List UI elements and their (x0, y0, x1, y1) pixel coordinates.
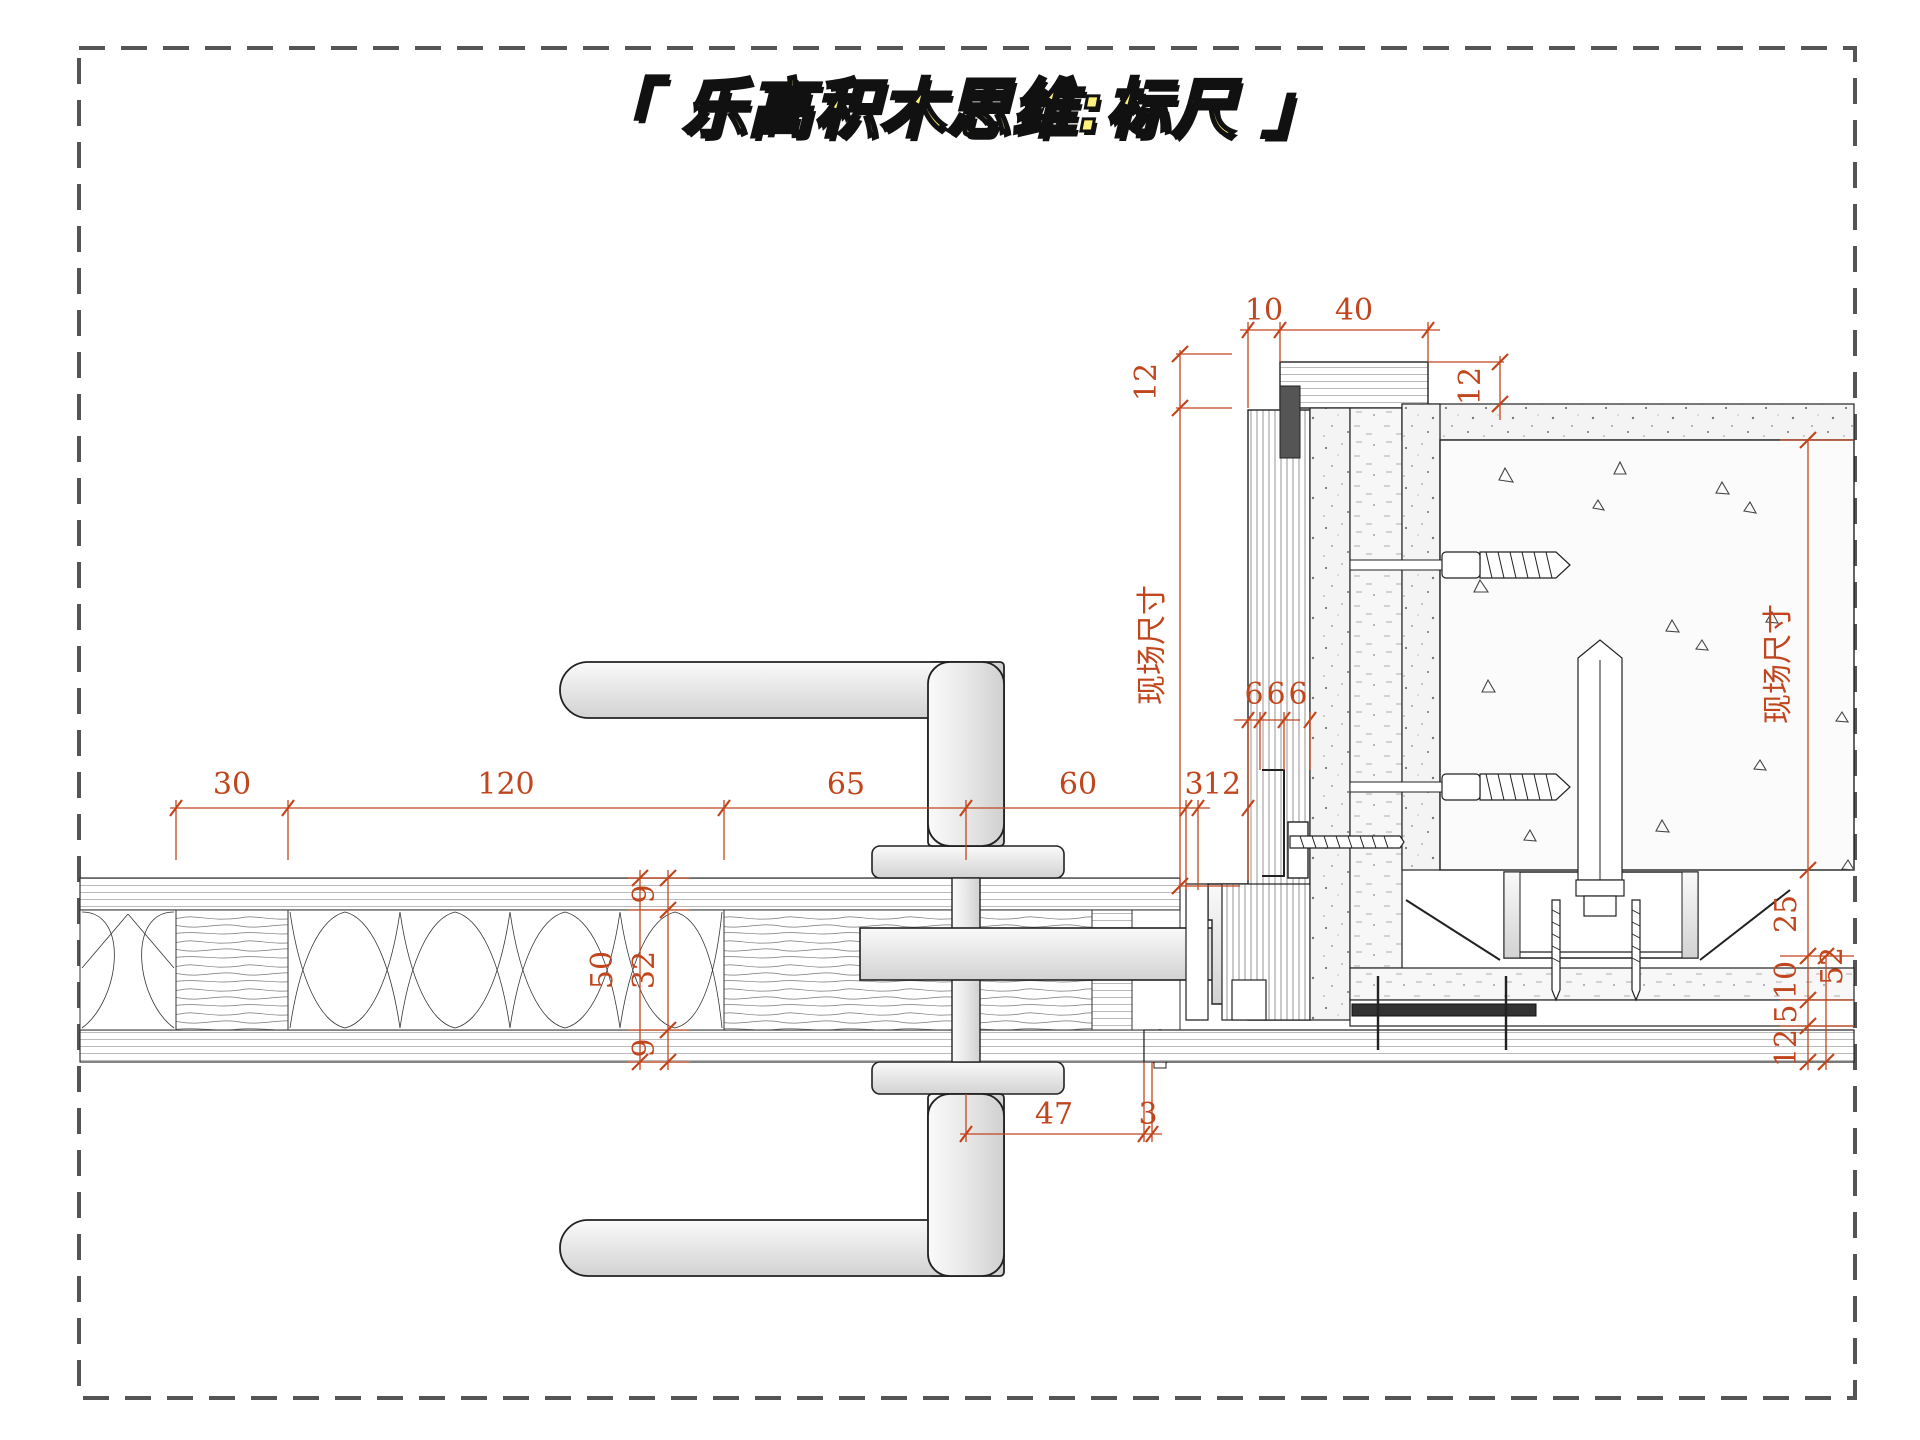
field-size-right: 现场尺寸 (1761, 604, 1796, 724)
dashed-border (77, 46, 1857, 1400)
anchor-bolts (1349, 551, 1625, 917)
latch-body (859, 927, 1189, 981)
dim-6b: 6 (1266, 677, 1285, 712)
dim-5-right: 5 (1769, 1004, 1804, 1023)
dim-32: 32 (627, 951, 662, 989)
dim-3-bottom: 3 (1138, 1097, 1157, 1132)
dimension-lines (169, 321, 1854, 1143)
insulation-left (79, 909, 177, 1031)
dim-9-top: 9 (627, 884, 662, 903)
dim-25: 25 (1769, 895, 1804, 933)
dim-10: 10 (1245, 293, 1283, 328)
door-frame (1185, 361, 1429, 1021)
dim-52: 52 (1815, 947, 1850, 985)
dim-65: 65 (827, 767, 865, 802)
dim-120: 120 (477, 767, 534, 802)
dim-12b: 12 (1203, 767, 1241, 802)
field-size-left: 现场尺寸 (1135, 585, 1170, 705)
screws (1289, 835, 1641, 1050)
dim-60: 60 (1059, 767, 1097, 802)
dim-9-bottom: 9 (627, 1038, 662, 1057)
dim-12-right-bottom: 12 (1769, 1029, 1804, 1067)
dim-12-left: 12 (1129, 363, 1164, 401)
dim-30: 30 (213, 767, 251, 802)
page-title: 「 乐高积木思维:标尺 」 (590, 72, 1329, 149)
dim-6c: 6 (1288, 677, 1307, 712)
insulation-middle (287, 909, 725, 1031)
dim-10-right: 10 (1769, 961, 1804, 999)
mortar-layer (1309, 407, 1351, 1021)
wall-section (1143, 403, 1856, 1063)
dimension-labels: 10 40 12 12 现场尺寸 现场尺寸 6 6 6 30 120 65 60… (213, 293, 1850, 1132)
wood-stud-left (175, 909, 289, 1031)
gypsum-board (1349, 407, 1403, 969)
dim-40: 40 (1335, 293, 1373, 328)
dim-50: 50 (585, 951, 620, 989)
dim-47: 47 (1035, 1097, 1073, 1132)
rosette-top (871, 845, 1065, 879)
seal-strip (1279, 385, 1301, 459)
architrave (1279, 361, 1429, 409)
dim-6a: 6 (1244, 677, 1263, 712)
rosette-bottom (871, 1061, 1065, 1095)
dim-12-right: 12 (1453, 367, 1488, 405)
dim-3: 3 (1184, 767, 1203, 802)
